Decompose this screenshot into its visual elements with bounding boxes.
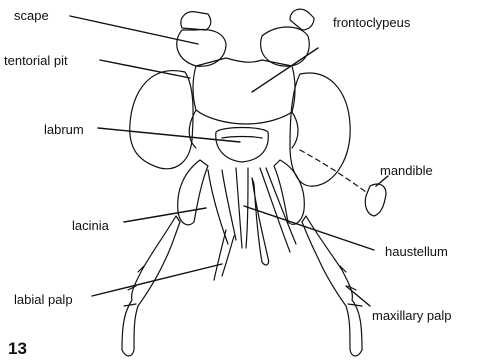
mandible-drawing: [365, 184, 386, 216]
label-mandible: mandible: [380, 164, 433, 177]
right-maxilla: [274, 160, 304, 224]
left-labial-palp: [214, 230, 234, 280]
right-scape-base: [261, 27, 310, 66]
right-compound-eye: [290, 73, 350, 186]
lacinia: [208, 170, 236, 244]
haustellum: [236, 168, 248, 248]
left-scape-base: [177, 30, 226, 67]
label-haustellum: haustellum: [385, 245, 448, 258]
figure-number: 13: [8, 340, 27, 357]
label-maxillary-palp: maxillary palp: [372, 309, 451, 322]
label-scape: scape: [14, 9, 49, 22]
label-tentorial-pit: tentorial pit: [4, 54, 68, 67]
right-labial-palp: [252, 178, 269, 265]
labrum-line: [222, 137, 262, 139]
left-scape: [181, 12, 211, 30]
label-labial-palp: labial palp: [14, 293, 73, 306]
leader-lines: [70, 16, 388, 306]
label-labrum: labrum: [44, 123, 84, 136]
frontoclypeus: [193, 58, 295, 124]
label-frontoclypeus: frontoclypeus: [333, 16, 410, 29]
left-maxilla: [178, 160, 208, 225]
labrum: [216, 128, 269, 163]
right-galea: [260, 168, 296, 252]
label-lacinia: lacinia: [72, 219, 109, 232]
left-compound-eye: [130, 71, 193, 169]
right-maxillary-palp: [302, 216, 362, 356]
